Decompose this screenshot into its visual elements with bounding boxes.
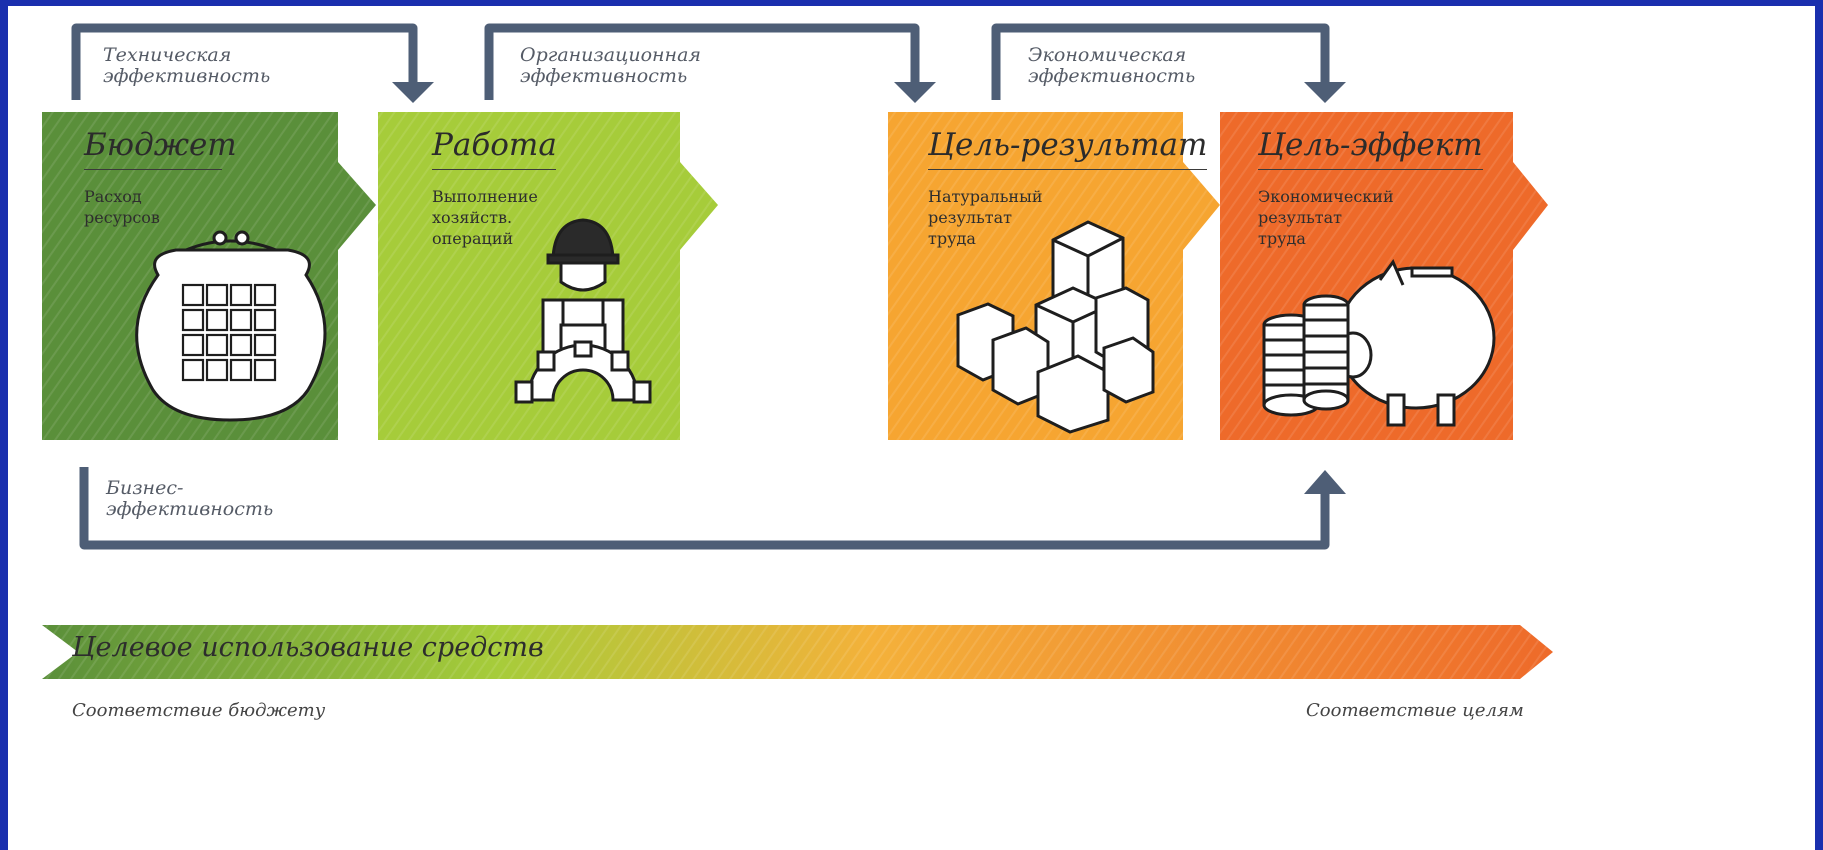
flow-arrow-economic (991, 23, 1346, 103)
card-goal-result-desc: Натуральный результат труда (928, 187, 1043, 248)
flow-label-economic: Экономическая эффективность (1028, 44, 1196, 87)
card-goal-effect-desc: Экономический результат труда (1258, 187, 1394, 248)
slide-frame-top (0, 0, 1823, 6)
card-budget-desc: Расход ресурсов (84, 187, 160, 227)
target-usage-bar (42, 625, 1553, 679)
diagram-graphics (42, 23, 1553, 679)
card-budget-title: Бюджет (84, 127, 237, 170)
piggy-bank-coins-icon (1262, 258, 1496, 427)
slide-frame-left (0, 0, 8, 850)
flow-arrow-organizational (484, 23, 936, 103)
card-work-title: Работа (432, 127, 557, 170)
card-goal-effect-title: Цель-эффект (1258, 127, 1483, 170)
boxes-icon (956, 220, 1155, 434)
target-usage-label: Целевое использование средств (72, 632, 544, 663)
flow-label-business: Бизнес- эффективность (106, 477, 274, 520)
worker-gear-icon (514, 218, 652, 404)
flow-label-technical: Техническая эффективность (103, 44, 271, 87)
card-goal-result-title: Цель-результат (928, 127, 1208, 170)
diagram-canvas: Техническая эффективность Организационна… (8, 0, 1815, 850)
card-work-desc: Выполнение хозяйств. операций (432, 187, 538, 248)
purse-calculator-icon (135, 230, 327, 422)
flow-arrow-technical (71, 23, 434, 103)
flow-arrow-business (79, 467, 1346, 550)
goals-compliance-caption: Соответствие целям (1306, 700, 1524, 721)
slide-frame-right (1815, 0, 1823, 850)
budget-compliance-caption: Соответствие бюджету (72, 700, 326, 721)
flow-label-organizational: Организационная эффективность (520, 44, 701, 87)
card-work-shape (378, 112, 718, 440)
